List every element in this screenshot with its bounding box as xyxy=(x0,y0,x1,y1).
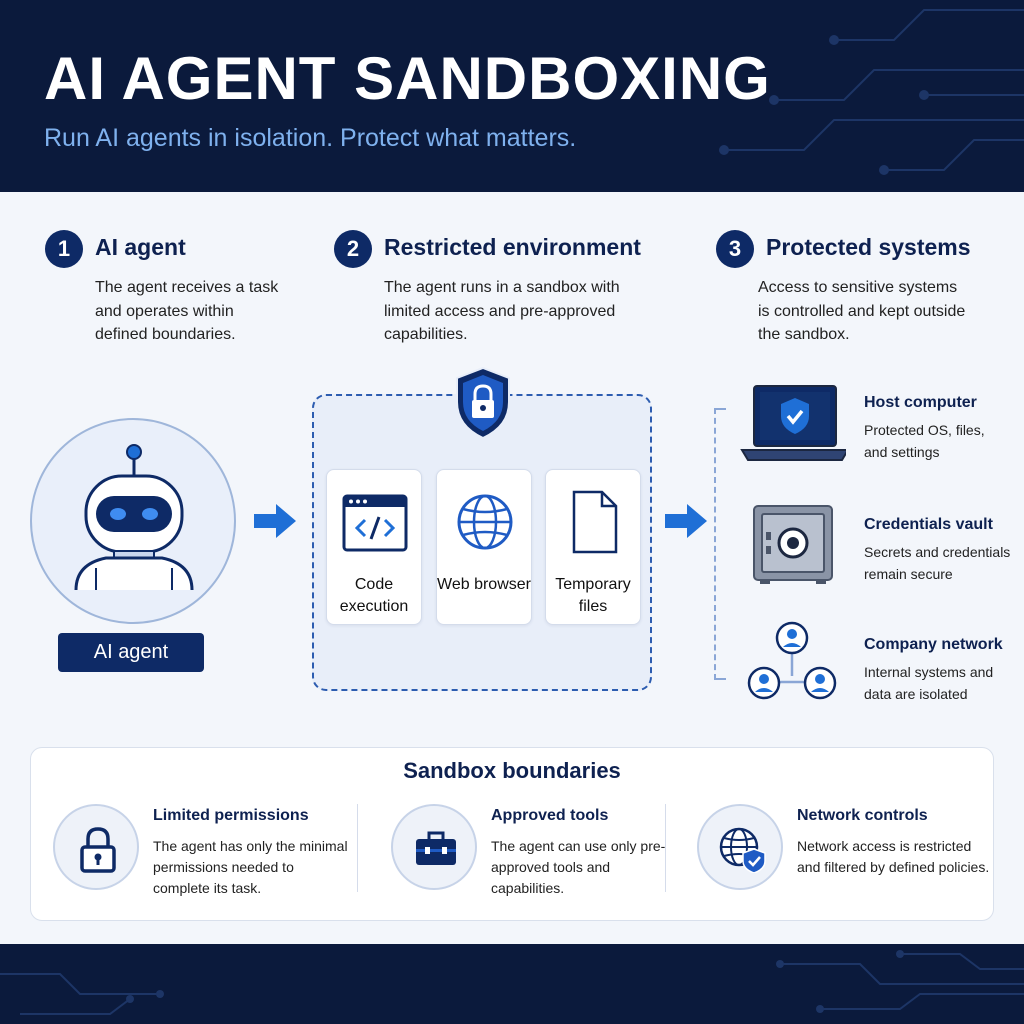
protected-item-title: Credentials vault xyxy=(864,516,993,533)
boundary-icon-circle xyxy=(697,804,783,890)
protected-item-title: Host computer xyxy=(864,394,977,411)
agent-avatar-circle xyxy=(30,418,236,624)
step-number-badge: 3 xyxy=(716,230,754,268)
boundary-title: Approved tools xyxy=(491,807,609,824)
protected-item-host-computer: Host computer Protected OS, files, and s… xyxy=(740,380,1024,470)
protected-item-title: Company network xyxy=(864,636,1003,653)
tool-card-temporary-files: Temporary files xyxy=(545,469,641,625)
network-users-icon xyxy=(747,621,837,700)
arrow-right-icon xyxy=(254,504,296,538)
tool-label: Code execution xyxy=(339,576,409,615)
tool-label: Web browser xyxy=(437,576,531,593)
protected-item-description: Secrets and credentials remain secure xyxy=(864,544,1011,582)
step-3: 3 Protected systems Access to sensitive … xyxy=(716,230,1016,350)
step-title: AI agent xyxy=(95,234,186,260)
protected-item-company-network: Company network Internal systems and dat… xyxy=(740,620,1024,710)
step-number-badge: 2 xyxy=(334,230,372,268)
page-subtitle: Run AI agents in isolation. Protect what… xyxy=(44,124,577,152)
vault-icon xyxy=(753,505,833,584)
agent-badge: AI agent xyxy=(58,633,204,672)
step-1: 1 AI agent The agent receives a task and… xyxy=(45,230,305,350)
step-2: 2 Restricted environment The agent runs … xyxy=(334,230,641,350)
globe-icon xyxy=(457,494,513,550)
header-banner: AI AGENT SANDBOXING Run AI agents in iso… xyxy=(0,0,1024,192)
step-description: The agent runs in a sandbox with limited… xyxy=(384,279,620,343)
protected-item-description: Internal systems and data are isolated xyxy=(864,664,994,702)
tool-card-web-browser: Web browser xyxy=(436,469,532,625)
laptop-shield-icon xyxy=(740,385,846,461)
boundary-description: The agent can use only pre-approved tool… xyxy=(491,838,666,896)
circuit-pattern-decoration xyxy=(0,950,1024,1015)
padlock-icon xyxy=(80,827,116,873)
boundaries-title: Sandbox boundaries xyxy=(403,758,621,783)
boundary-limited-permissions: Limited permissions The agent has only t… xyxy=(53,804,353,904)
boundary-icon-circle xyxy=(53,804,139,890)
globe-shield-icon xyxy=(719,827,766,873)
arrow-right-icon xyxy=(665,504,707,538)
boundary-title: Network controls xyxy=(797,807,928,824)
boundary-description: Network access is restricted and filtere… xyxy=(797,838,990,875)
footer-banner xyxy=(0,944,1024,1024)
boundary-divider xyxy=(665,804,666,892)
code-window-icon xyxy=(342,494,408,552)
step-description: Access to sensitive systems is controlle… xyxy=(758,279,966,343)
step-title: Restricted environment xyxy=(384,234,641,260)
boundary-title: Limited permissions xyxy=(153,807,309,824)
circuit-pattern-decoration xyxy=(719,9,1024,175)
boundary-description: The agent has only the minimal permissio… xyxy=(153,838,348,896)
file-icon xyxy=(572,490,618,554)
boundary-icon-circle xyxy=(391,804,477,890)
robot-icon xyxy=(74,444,194,591)
protected-item-credentials-vault: Credentials vault Secrets and credential… xyxy=(740,502,1024,592)
boundary-approved-tools: Approved tools The agent can use only pr… xyxy=(391,804,691,904)
shield-lock-icon xyxy=(456,366,510,440)
page-title: AI AGENT SANDBOXING xyxy=(44,45,771,112)
step-number-badge: 1 xyxy=(45,230,83,268)
sandbox-boundaries-panel: Sandbox boundaries Limited permissions T… xyxy=(30,747,994,921)
tool-label: Temporary files xyxy=(555,576,631,615)
toolbox-icon xyxy=(416,831,456,865)
protected-bracket xyxy=(714,408,726,680)
boundary-divider xyxy=(357,804,358,892)
tool-card-code-execution: Code execution xyxy=(326,469,422,625)
protected-item-description: Protected OS, files, and settings xyxy=(864,422,985,460)
step-description: The agent receives a task and operates w… xyxy=(95,279,279,343)
boundary-network-controls: Network controls Network access is restr… xyxy=(697,804,997,904)
step-title: Protected systems xyxy=(766,234,971,260)
